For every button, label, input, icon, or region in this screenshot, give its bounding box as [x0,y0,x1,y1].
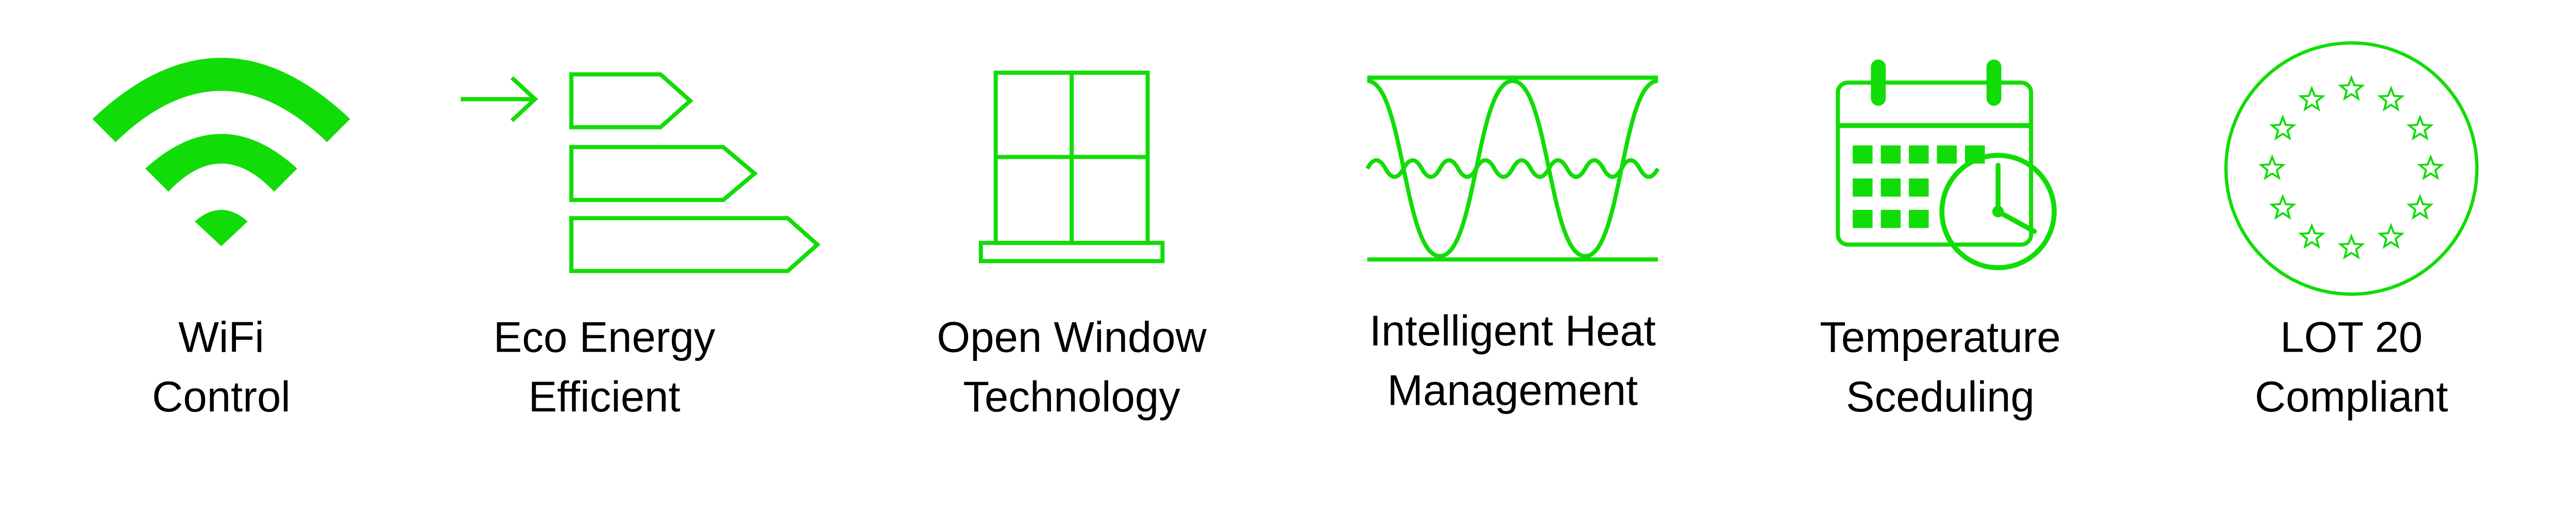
scheduling-feature: Temperature Sceduling [1820,59,2061,421]
heat-management-feature: Intelligent Heat Management [1365,75,1660,414]
star-icon [2377,85,2405,112]
feature-label-line2: Efficient [529,373,681,421]
eu-stars-icon [2224,41,2479,296]
feature-label-line1: Temperature [1820,313,2061,361]
features-strip: WiFi Control Eco Energy Efficient Open W… [92,41,2479,421]
feature-label-line2: Sceduling [1846,373,2035,421]
feature-label-line2: Technology [963,373,1180,421]
wifi-feature: WiFi Control [92,58,350,421]
feature-label-line1: Eco Energy [494,313,716,361]
feature-label-line1: LOT 20 [2280,313,2422,361]
star-icon [2298,85,2326,112]
star-icon [2377,223,2405,249]
lot20-feature: LOT 20 Compliant [2224,41,2479,421]
star-icon [2298,223,2326,249]
star-icon [2269,194,2297,220]
star-icon [2269,114,2297,141]
heat-wave-icon [1365,75,1660,262]
star-icon [2337,75,2365,101]
calendar-clock-icon [1836,59,2057,271]
feature-label-line2: Control [152,373,291,421]
wifi-icon [92,58,350,246]
feature-label-line2: Management [1387,366,1638,414]
star-icon [2337,233,2365,260]
star-icon [2406,114,2434,141]
eco-energy-feature: Eco Energy Efficient [461,72,821,421]
star-icon [2258,154,2286,180]
feature-label-line1: Open Window [937,313,1207,361]
feature-label-line1: WiFi [178,313,264,361]
window-icon [978,71,1165,263]
energy-rating-icon [461,72,821,273]
star-icon [2417,154,2445,180]
feature-label-line2: Compliant [2255,373,2448,421]
feature-label-line1: Intelligent Heat [1369,307,1656,355]
star-icon [2406,194,2434,220]
open-window-feature: Open Window Technology [937,71,1207,421]
